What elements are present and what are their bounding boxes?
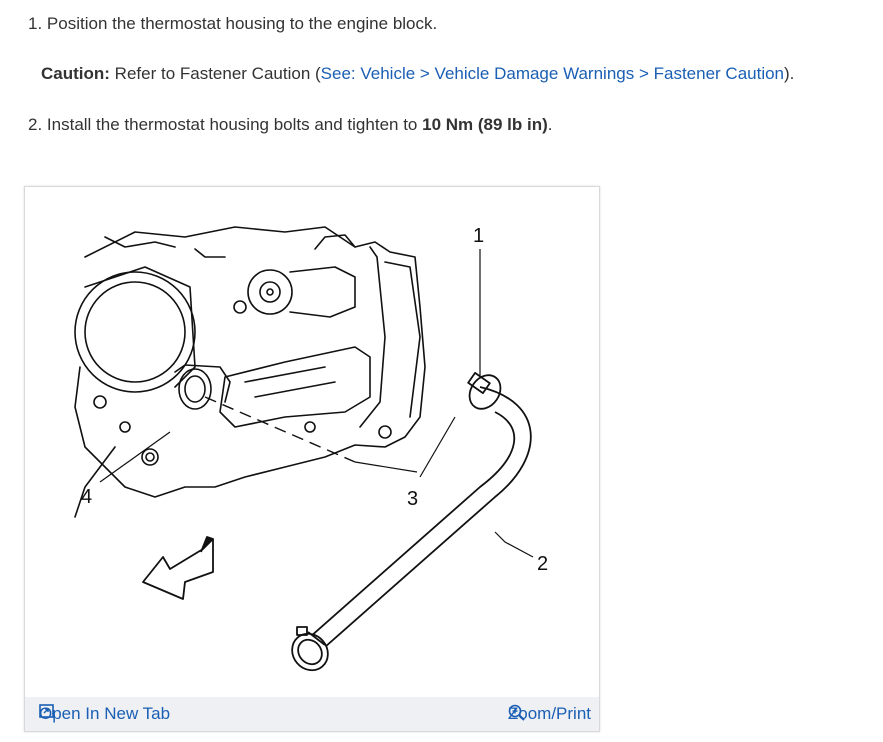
intake-opening <box>74 271 196 393</box>
callout-2: 2 <box>537 553 548 575</box>
step-1: 1. Position the thermostat housing to th… <box>28 13 437 35</box>
engine-diagram[interactable]: 1 2 3 4 <box>25 187 599 697</box>
open-in-new-tab-icon <box>39 704 54 718</box>
step-1-number: 1. <box>28 14 43 33</box>
step-2: 2. Install the thermostat housing bolts … <box>28 114 552 136</box>
direction-arrow <box>142 536 214 600</box>
caution-label: Caution: <box>41 64 110 83</box>
step-2-text: Install the thermostat housing bolts and… <box>46 115 423 134</box>
zoom-print-label: Zoom/Print <box>507 704 591 723</box>
step-2-text-after: . <box>547 115 553 134</box>
step-2-number: 2. <box>28 115 43 134</box>
pulley <box>247 269 293 315</box>
thermostat-illustration-figure: 1 2 3 4 Open In New Tab Zoom/Print <box>24 186 600 732</box>
caution-text: Refer to Fastener Caution ( <box>114 64 321 83</box>
step-1-text: Position the thermostat housing to the e… <box>46 14 438 33</box>
caution-text-after: ). <box>784 64 795 83</box>
open-in-new-tab-label: Open In New Tab <box>39 704 171 723</box>
figure-toolbar: Open In New Tab Zoom/Print <box>25 697 599 731</box>
zoom-print-button[interactable]: Zoom/Print <box>508 704 591 724</box>
callout-3: 3 <box>407 488 418 510</box>
radiator-hose <box>291 372 532 672</box>
zoom-in-icon <box>508 704 525 721</box>
fastener-caution-link[interactable]: See: Vehicle > Vehicle Damage Warnings >… <box>320 64 785 83</box>
alignment-line <box>204 396 356 463</box>
callout-1: 1 <box>473 225 484 247</box>
callout-4: 4 <box>81 486 92 508</box>
hose-clamp-upper <box>468 374 502 410</box>
engine-block <box>74 226 426 498</box>
thermostat-outlet <box>178 368 212 410</box>
torque-spec: 10 Nm (89 lb in) <box>422 115 548 134</box>
caution-note: Caution: Refer to Fastener Caution (See:… <box>41 63 794 85</box>
open-in-new-tab-button[interactable]: Open In New Tab <box>39 704 170 724</box>
